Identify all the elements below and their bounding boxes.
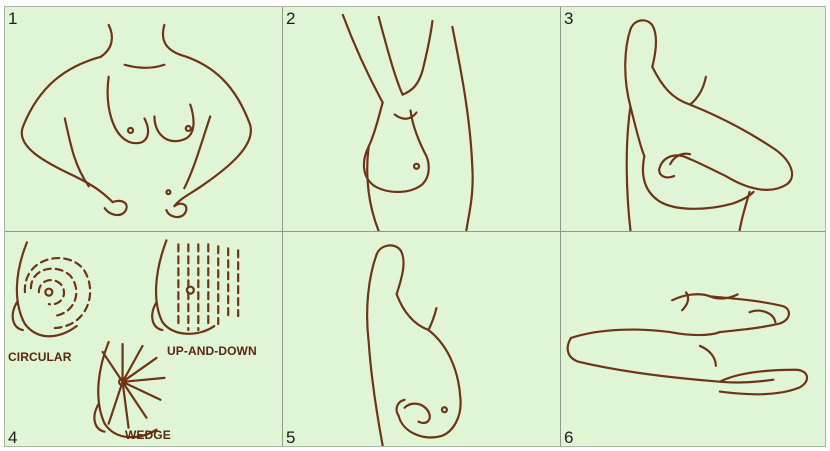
panel-5: 5 [283,232,561,446]
illustration-frame: 1 2 [4,6,826,447]
panel-grid: 1 2 [5,7,825,446]
pattern-label-circular: CIRCULAR [8,350,71,364]
pattern-label-wedge: WEDGE [125,428,171,442]
figure-arm-raised-side [283,7,560,231]
figure-hand-on-breast [561,7,825,231]
figure-lying-down [561,232,825,446]
panel-2: 2 [283,7,561,232]
examination-patterns [5,232,282,446]
panel-number-3: 3 [564,10,573,27]
panel-6: 6 [561,232,825,446]
panel-4: 4 [5,232,283,446]
panel-number-5: 5 [286,429,295,446]
panel-number-4: 4 [8,429,17,446]
panel-number-2: 2 [286,10,295,27]
figure-hands-on-hips [5,7,282,231]
pattern-label-up-and-down: UP-AND-DOWN [167,344,257,358]
panel-3: 3 [561,7,825,232]
panel-number-6: 6 [564,429,573,446]
panel-number-1: 1 [8,10,17,27]
figure-arm-raised-examining [283,232,560,446]
panel-1: 1 [5,7,283,232]
